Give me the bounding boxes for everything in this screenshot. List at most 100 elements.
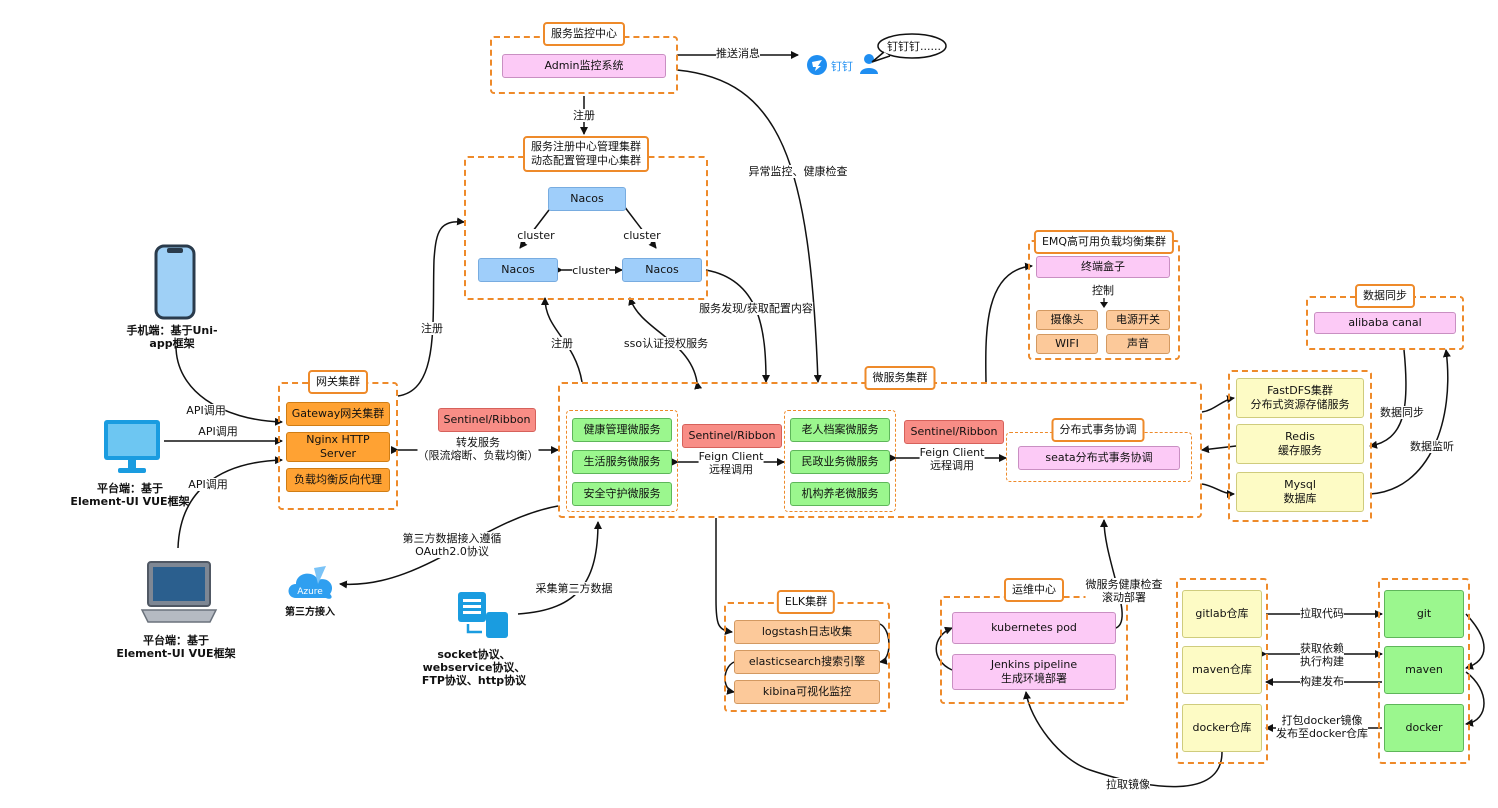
registry-title-line1: 服务注册中心管理集群 [531, 140, 641, 153]
label-deps-line2: 执行构建 [1300, 655, 1344, 668]
proto-line3: FTP协议、http协议 [421, 674, 527, 687]
azure-text: Azure [297, 587, 323, 597]
azure-cloud-icon [288, 566, 333, 599]
proto-line1: socket协议、 [437, 648, 511, 661]
desktop-caption: 平台端：基于 Element-UI VUE框架 [70, 482, 189, 508]
label-data-sync: 数据同步 [1380, 406, 1424, 419]
label-feign-1-line1: Feign Client [698, 450, 764, 463]
label-api-1: API调用 [186, 404, 226, 417]
phone-icon [154, 244, 196, 320]
emq-device-2: WIFI [1036, 334, 1098, 354]
label-feign-1: Feign Client 远程调用 [698, 450, 764, 476]
mysql-arrow [1201, 483, 1235, 498]
proto-line2: webservice协议、 [422, 661, 526, 674]
tool-git: git [1384, 590, 1464, 638]
micro-left-item-1: 生活服务微服务 [572, 450, 672, 474]
storage-fastdfs-line1: FastDFS集群 [1267, 384, 1333, 397]
registry-title: 服务注册中心管理集群 动态配置管理中心集群 [523, 136, 649, 172]
elk-arrow [715, 518, 733, 635]
data-sources-icon [458, 592, 508, 638]
gateway-item-0: Gateway网关集群 [286, 402, 390, 426]
speech-bubble-icon [871, 33, 947, 63]
label-oauth-line1: 第三方数据接入遵循 [402, 532, 502, 545]
laptop-caption: 平台端：基于 Element-UI VUE框架 [116, 634, 235, 660]
label-docker-line1: 打包docker镜像 [1281, 714, 1363, 727]
gateway-item-2: 负载均衡反向代理 [286, 468, 390, 492]
label-health-line2: 滚动部署 [1102, 591, 1146, 604]
label-pull-image: 拉取镜像 [1106, 778, 1150, 791]
sync-item: alibaba canal [1314, 312, 1456, 334]
elk-item-2: kibina可视化监控 [734, 680, 880, 704]
tool-maven: maven [1384, 646, 1464, 694]
label-deps-line1: 获取依赖 [1300, 642, 1344, 655]
label-oauth-line2: OAuth2.0协议 [415, 545, 489, 558]
label-pull-code: 拉取代码 [1300, 607, 1344, 620]
tools-group [1378, 578, 1470, 764]
label-register-left: 注册 [421, 322, 443, 335]
label-anomaly: 异常监控、健康检查 [748, 165, 848, 178]
label-cluster-3: cluster [572, 264, 610, 277]
repos-group [1176, 578, 1268, 764]
maven-docker-arrow [1465, 671, 1485, 727]
discovery-arrow [705, 269, 770, 383]
micro-left-item-0: 健康管理微服务 [572, 418, 672, 442]
elk-item-1: elasticsearch搜索引擎 [734, 650, 880, 674]
repo-maven: maven仓库 [1182, 646, 1262, 694]
label-api-2: API调用 [198, 425, 238, 438]
desktop-icon [104, 420, 160, 473]
emq-title: EMQ高可用负载均衡集群 [1033, 230, 1175, 254]
storage-group [1228, 370, 1372, 522]
label-forward: 转发服务 （限流熔断、负载均衡） [417, 436, 539, 462]
emq-device-3: 声音 [1106, 334, 1170, 354]
label-feign-1-line2: 远程调用 [708, 463, 753, 476]
label-feign-2-line1: Feign Client [919, 446, 985, 459]
storage-fastdfs: FastDFS集群 分布式资源存储服务 [1236, 378, 1364, 418]
emq-device-1: 电源开关 [1106, 310, 1170, 330]
nacos-top: Nacos [548, 187, 626, 211]
api-arrow-laptop [177, 456, 283, 549]
ops-jenkins-line2: 生成环境部署 [1001, 672, 1067, 685]
storage-redis-line2: 缓存服务 [1278, 444, 1322, 457]
data-sources-caption: socket协议、 webservice协议、 FTP协议、http协议 [422, 648, 526, 687]
tx-item: seata分布式事务协调 [1018, 446, 1180, 470]
register-mid-arrow [541, 297, 583, 383]
laptop-caption-line1: 平台端：基于 [142, 634, 209, 647]
storage-redis: Redis 缓存服务 [1236, 424, 1364, 464]
micro-mid-item-2: 机构养老微服务 [790, 482, 890, 506]
repo-docker: docker仓库 [1182, 704, 1262, 752]
elk-item-0: logstash日志收集 [734, 620, 880, 644]
emq-box: 终端盒子 [1036, 256, 1170, 278]
bubble-text: 钉钉钉...... [887, 40, 941, 53]
label-health: 微服务健康检查 滚动部署 [1085, 578, 1163, 604]
label-build-publish: 构建发布 [1300, 675, 1344, 688]
micro-mid-item-0: 老人档案微服务 [790, 418, 890, 442]
storage-fastdfs-line2: 分布式资源存储服务 [1250, 398, 1350, 411]
micro-left-column [566, 410, 678, 512]
label-feign-2: Feign Client 远程调用 [919, 446, 985, 472]
label-data-listen: 数据监听 [1410, 440, 1454, 453]
label-sso: sso认证授权服务 [623, 337, 709, 350]
micro-title: 微服务集群 [864, 366, 936, 390]
label-collect: 采集第三方数据 [535, 582, 613, 595]
storage-mysql-line1: Mysql [1284, 478, 1316, 491]
pull-image-arrow [1023, 691, 1223, 788]
storage-mysql: Mysql 数据库 [1236, 472, 1364, 512]
label-register-top: 注册 [573, 109, 595, 122]
gateway-title: 网关集群 [308, 370, 368, 394]
ops-k8s: kubernetes pod [952, 612, 1116, 644]
data-listen-arrow [1369, 349, 1451, 495]
api-arrow-phone [175, 345, 283, 426]
jenkins-k8s-arrow [935, 626, 953, 671]
repo-gitlab: gitlab仓库 [1182, 590, 1262, 638]
label-forward-line1: 转发服务 [456, 436, 500, 449]
ops-jenkins-line1: Jenkins pipeline [990, 658, 1078, 671]
label-forward-line2: （限流熔断、负载均衡） [417, 449, 539, 462]
label-push: 推送消息 [716, 47, 760, 60]
label-docker-line2: 发布至docker仓库 [1275, 727, 1369, 740]
desktop-caption-line1: 平台端：基于 [96, 482, 163, 495]
label-deps: 获取依赖 执行构建 [1300, 642, 1344, 668]
git-maven-arrow [1465, 613, 1485, 670]
sentinel-badge-2: Sentinel/Ribbon [682, 424, 782, 448]
label-cluster-1: cluster [517, 229, 555, 242]
third-party-text: 第三方接入 [285, 607, 335, 618]
